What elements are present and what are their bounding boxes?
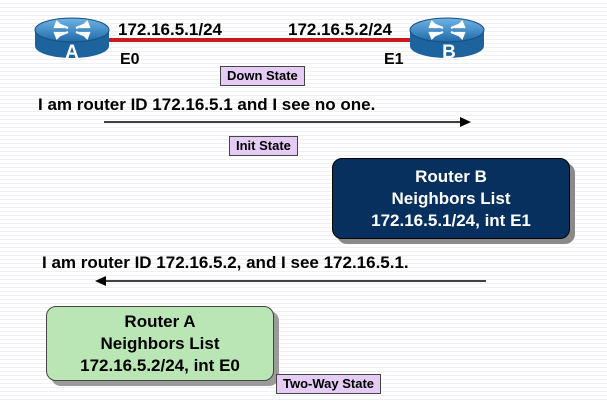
ethernet-link [72,38,440,42]
router-a-neighbors-list: Router A Neighbors List 172.16.5.2/24, i… [46,306,274,381]
router-b-icon [408,16,486,60]
router-a-icon [33,16,111,60]
router-a-interface: E0 [120,51,140,68]
router-b-entry: 172.16.5.1/24, int E1 [371,211,531,230]
down-state-label: Down State [220,66,305,86]
router-b-neighbors-list: Router B Neighbors List 172.16.5.1/24, i… [332,158,570,239]
router-b-subtitle: Neighbors List [391,189,511,208]
two-way-state-label: Two-Way State [276,374,382,394]
router-a-entry: 172.16.5.2/24, int E0 [80,356,240,375]
router-a-address: 172.16.5.1/24 [118,20,222,39]
router-b-label: B [442,42,456,63]
router-a-label: A [65,42,79,63]
router-b-address: 172.16.5.2/24 [288,20,392,39]
init-state-label: Init State [229,136,298,156]
router-b-title: Router B [415,167,487,186]
hello-message-router-b: I am router ID 172.16.5.2, and I see 172… [42,253,409,272]
router-a-title: Router A [124,312,196,331]
arrow-right-icon [104,117,471,127]
router-b-interface: E1 [384,51,404,68]
router-a-subtitle: Neighbors List [100,334,220,353]
arrow-left-icon [95,276,486,286]
hello-message-router-a: I am router ID 172.16.5.1 and I see no o… [38,95,376,114]
